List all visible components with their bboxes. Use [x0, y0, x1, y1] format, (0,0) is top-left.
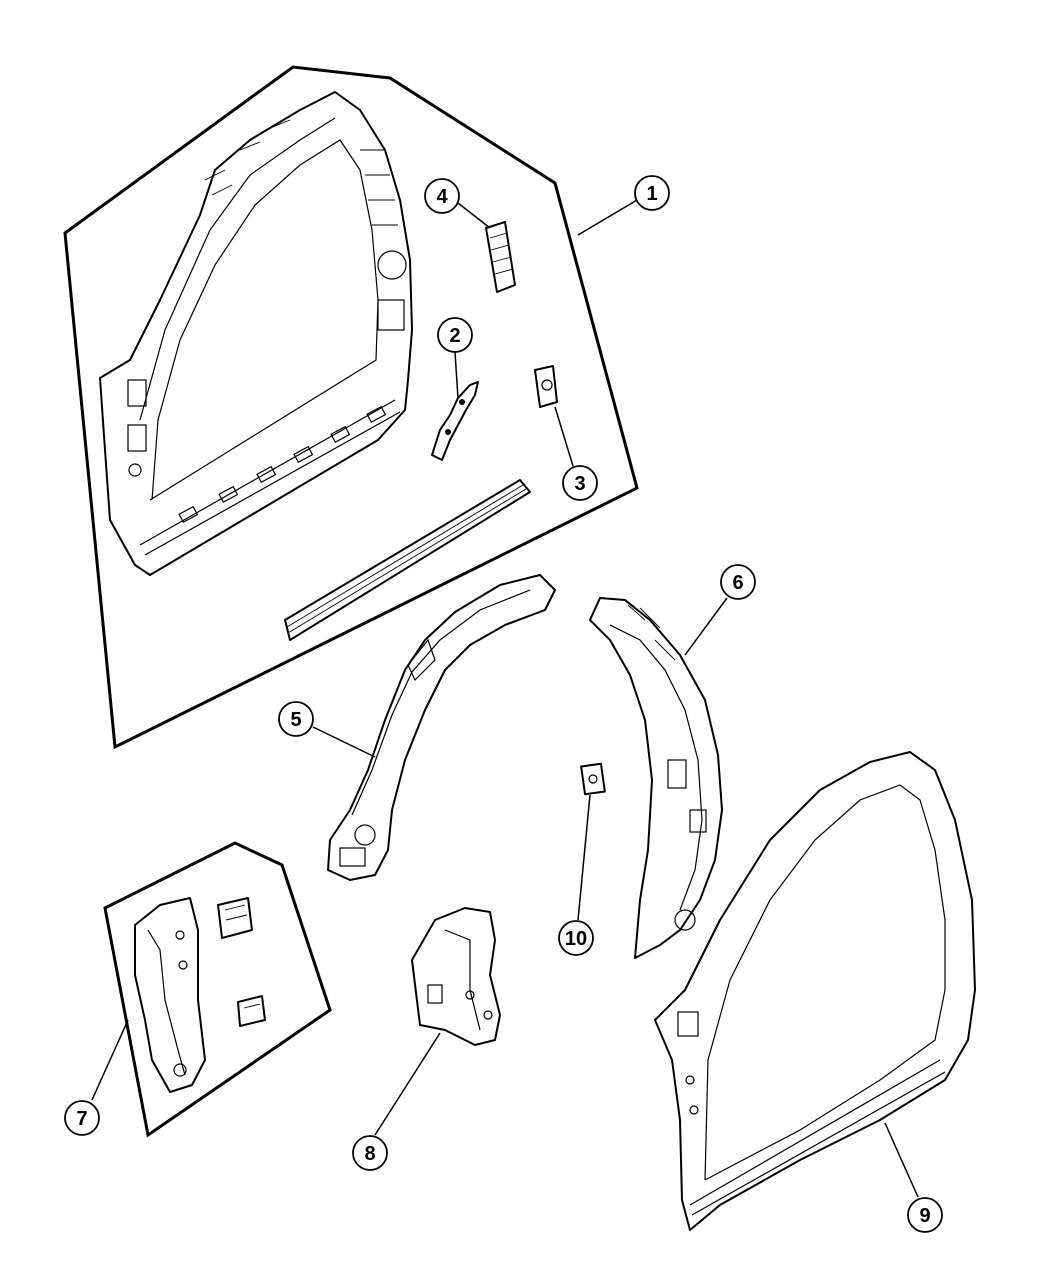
part-6-b-pillar-inner — [589, 597, 723, 959]
assembly-1-group-outline — [63, 65, 639, 750]
callout-7-label: 7 — [76, 1108, 87, 1130]
part-9-body-side-outer — [654, 751, 976, 1231]
leader-6 — [684, 597, 728, 656]
part-7-small-bracket-upper — [217, 897, 253, 939]
part-5-a-pillar — [327, 574, 556, 881]
leader-4 — [457, 202, 491, 229]
leader-2 — [454, 351, 459, 399]
leader-10 — [577, 794, 591, 921]
part-2-bracket — [431, 381, 479, 461]
callout-3-label: 3 — [574, 473, 585, 495]
body-side-aperture-panel — [99, 91, 413, 576]
callout-10: 10 — [558, 920, 594, 956]
callout-8-label: 8 — [364, 1143, 375, 1165]
assembly-7-group-outline — [103, 841, 332, 1138]
part-10-plate — [580, 762, 606, 796]
part-8-pillar-inner-panel — [411, 907, 501, 1046]
callout-7: 7 — [64, 1100, 100, 1136]
callout-6: 6 — [720, 564, 756, 600]
callout-6-label: 6 — [732, 572, 743, 594]
callout-2-label: 2 — [449, 325, 460, 347]
callout-4: 4 — [424, 178, 460, 214]
callout-1-label: 1 — [646, 183, 657, 205]
leader-lines — [91, 199, 919, 1198]
leader-9 — [884, 1122, 919, 1198]
callout-8: 8 — [352, 1135, 388, 1171]
part-4-reinforcement-bracket — [485, 221, 516, 293]
leader-5 — [312, 726, 376, 758]
callout-2: 2 — [437, 317, 473, 353]
callout-5: 5 — [278, 701, 314, 737]
callout-9-label: 9 — [919, 1205, 930, 1227]
sill-reinforcement-rail — [284, 479, 531, 641]
leader-8 — [374, 1032, 441, 1136]
leader-7 — [91, 1019, 129, 1101]
leader-3 — [554, 406, 574, 467]
part-3-clip — [534, 365, 558, 408]
leader-1 — [577, 199, 638, 236]
part-7-small-bracket-lower — [237, 995, 266, 1027]
callout-5-label: 5 — [290, 709, 301, 731]
callout-9: 9 — [907, 1197, 943, 1233]
callout-4-label: 4 — [436, 186, 448, 208]
callout-10-label: 10 — [565, 928, 587, 950]
part-7-pillar-reinforcement — [134, 897, 206, 1093]
callout-1: 1 — [634, 175, 670, 211]
callout-3: 3 — [562, 465, 598, 501]
